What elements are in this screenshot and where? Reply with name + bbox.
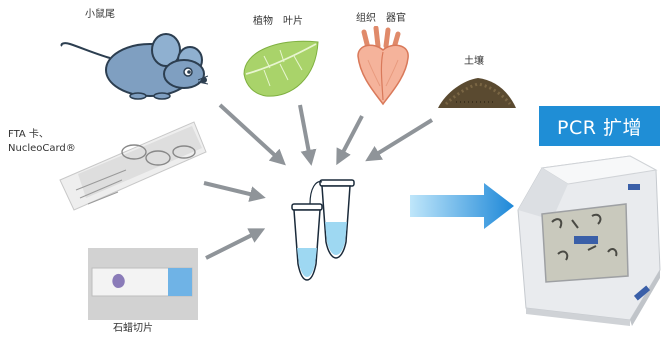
blue-arrow-icon: [410, 183, 514, 229]
arrow-fta: [204, 183, 258, 196]
arrow-soil: [372, 120, 432, 157]
pcr-label: PCR 扩增: [557, 113, 642, 140]
pcr-machine-icon: [512, 150, 664, 326]
arrow-leaf: [300, 105, 310, 158]
arrow-organ: [340, 116, 362, 158]
arrow-mouse: [220, 105, 280, 160]
arrow-paraffin: [206, 232, 258, 258]
tubes-icon: [286, 178, 358, 286]
pcr-title-box: PCR 扩增: [539, 106, 660, 146]
